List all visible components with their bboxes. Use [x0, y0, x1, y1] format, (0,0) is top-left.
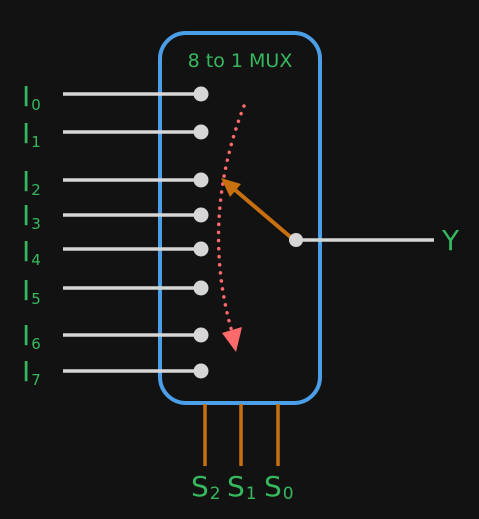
input-label-7: I7 — [22, 355, 41, 389]
switch-arm — [232, 187, 296, 242]
input-label-5: I5 — [22, 274, 41, 308]
mux-box — [158, 31, 322, 405]
input-label-6: I6 — [22, 319, 41, 353]
input-pin-6 — [193, 327, 209, 343]
select-label-0: S0 — [264, 470, 294, 504]
input-label-2: I2 — [22, 165, 41, 199]
input-pin-1 — [193, 124, 209, 140]
output-pivot — [289, 233, 303, 247]
input-pin-2 — [193, 172, 209, 188]
input-label-1: I1 — [22, 117, 41, 151]
input-label-0: I0 — [22, 80, 41, 114]
input-pin-5 — [193, 280, 209, 296]
input-label-3: I3 — [22, 199, 41, 233]
select-label-1: S1 — [227, 470, 257, 504]
input-pin-4 — [193, 241, 209, 257]
input-label-4: I4 — [22, 235, 41, 269]
mux-title: 8 to 1 MUX — [188, 50, 293, 72]
input-pin-0 — [193, 86, 209, 102]
input-pin-3 — [193, 207, 209, 223]
output-label: Y — [441, 224, 460, 257]
sweep-arrowhead — [222, 327, 242, 352]
input-pin-7 — [193, 363, 209, 379]
switch-arm-arrowhead — [221, 178, 241, 197]
select-sweep-arc — [216, 104, 246, 334]
select-label-2: S2 — [191, 470, 221, 504]
